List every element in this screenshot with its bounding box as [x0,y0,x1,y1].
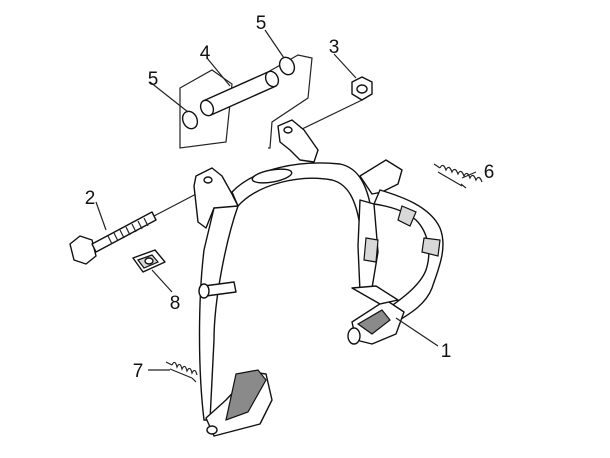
pin-sleeve-end-left [199,99,215,117]
nut [299,76,373,131]
callout-7: 7 [133,361,144,382]
bolt [69,191,201,265]
clip-nut [132,249,166,273]
spring-left [165,361,198,383]
main-stand [193,119,444,437]
pin-sleeve-end-right [264,70,280,88]
o-ring-left [181,110,199,130]
callout-2: 2 [85,188,96,209]
o-ring-right [278,56,296,76]
right-mounting-panel [267,54,313,149]
callout-5-left: 5 [148,69,159,90]
callout-5-right: 5 [256,13,267,34]
callout-8: 8 [170,293,181,314]
pin-assembly [179,54,313,149]
callout-4: 4 [200,43,211,64]
callout-3: 3 [329,37,340,58]
leader-lines [95,29,477,371]
spring-right [433,163,483,189]
callout-1: 1 [441,341,452,362]
callout-6: 6 [484,162,495,183]
left-mounting-panel [179,69,233,149]
